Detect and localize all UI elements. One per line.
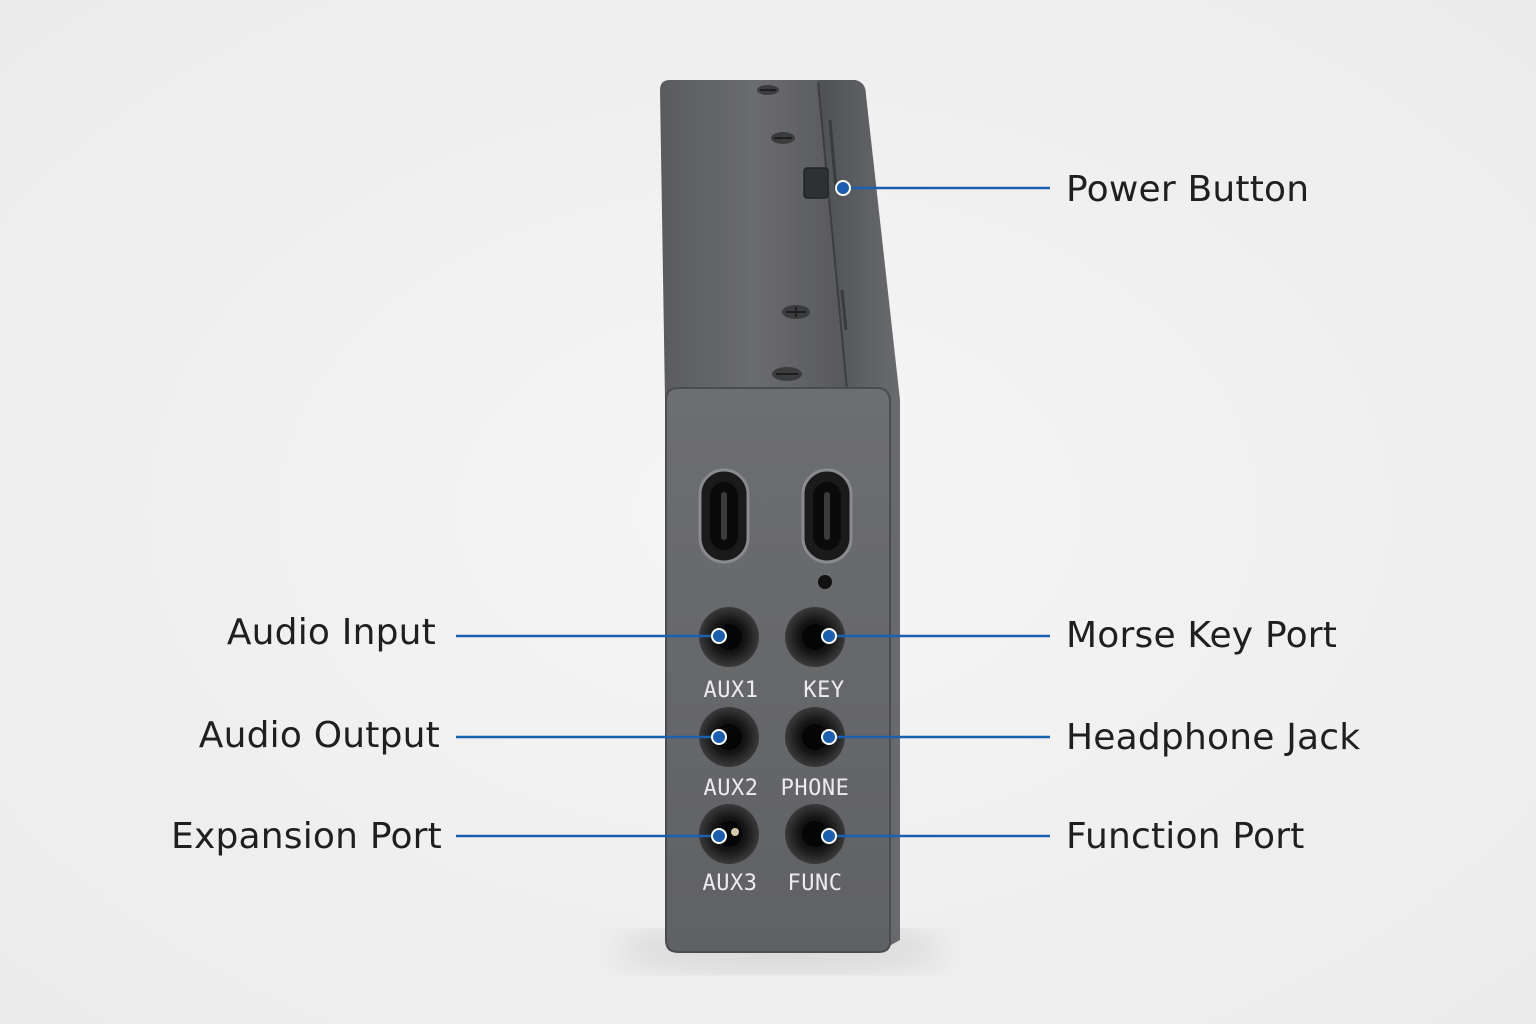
power-button bbox=[803, 167, 829, 199]
jack-phone bbox=[785, 707, 845, 767]
port-label-func: FUNC bbox=[788, 871, 843, 896]
leader-dot-headphone-jack bbox=[821, 729, 837, 745]
enclosure-front-face bbox=[665, 387, 891, 953]
callout-power-button: Power Button bbox=[1066, 169, 1310, 210]
callout-function-port: Function Port bbox=[1066, 816, 1305, 857]
callout-expansion-port: Expansion Port bbox=[171, 816, 442, 857]
seam-notch-bottom bbox=[840, 289, 848, 331]
callout-audio-output: Audio Output bbox=[198, 715, 440, 756]
port-label-aux3: AUX3 bbox=[703, 871, 758, 896]
led-indicator bbox=[818, 575, 832, 589]
leader-dot-audio-output bbox=[711, 729, 727, 745]
port-label-aux1: AUX1 bbox=[704, 678, 759, 703]
usb-c-port-right bbox=[801, 468, 853, 564]
port-label-phone: PHONE bbox=[781, 776, 850, 801]
leader-dot-audio-input bbox=[711, 628, 727, 644]
port-label-key: KEY bbox=[803, 678, 844, 703]
jack-key bbox=[785, 607, 845, 667]
screw bbox=[782, 305, 810, 319]
enclosure-seam bbox=[817, 81, 849, 401]
leader-dot-power-button bbox=[835, 180, 851, 196]
screw bbox=[772, 367, 802, 381]
enclosure-top bbox=[660, 80, 848, 400]
usb-c-port-left bbox=[698, 468, 750, 564]
leader-dot-function-port bbox=[821, 828, 837, 844]
screw bbox=[757, 85, 779, 95]
callout-audio-input: Audio Input bbox=[226, 612, 436, 653]
seam-notch-top bbox=[828, 119, 838, 191]
leader-dot-morse-key-port bbox=[821, 628, 837, 644]
jack-aux3 bbox=[699, 804, 759, 864]
callout-morse-key-port: Morse Key Port bbox=[1066, 615, 1338, 656]
screw bbox=[771, 132, 795, 144]
callout-headphone-jack: Headphone Jack bbox=[1066, 717, 1361, 758]
jack-func bbox=[785, 804, 845, 864]
port-label-aux2: AUX2 bbox=[704, 776, 759, 801]
leader-dot-expansion-port bbox=[711, 828, 727, 844]
